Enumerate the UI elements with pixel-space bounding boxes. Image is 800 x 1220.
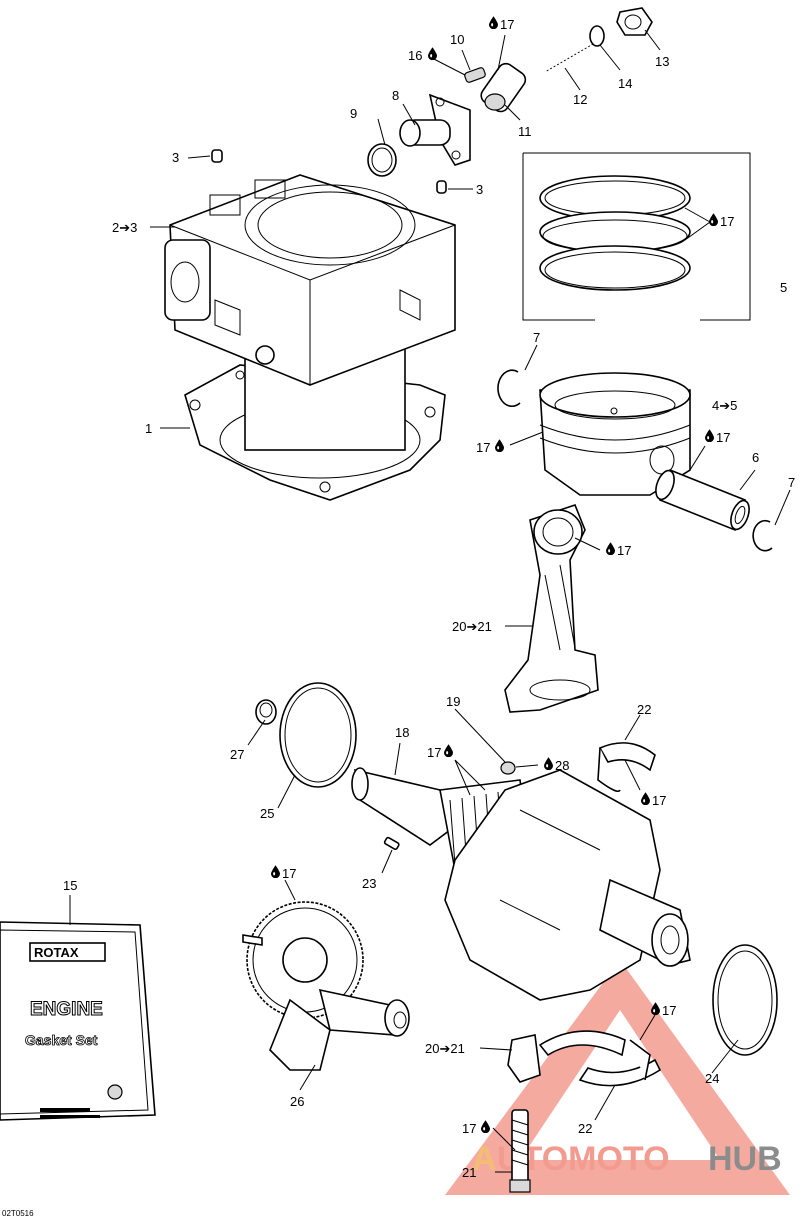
label-14: 14 bbox=[618, 76, 632, 91]
crankshaft-bearing-lower bbox=[538, 1030, 662, 1087]
oil-drop-icon bbox=[544, 757, 553, 770]
piston bbox=[539, 372, 691, 496]
label-25: 25 bbox=[260, 806, 274, 821]
leader-lines bbox=[69, 29, 791, 1173]
label-24: 24 bbox=[705, 1071, 719, 1086]
label-28: 28 bbox=[555, 758, 569, 773]
oil-drop-icon bbox=[705, 429, 714, 442]
tensioner-washer bbox=[589, 25, 605, 47]
oil-drop-icon bbox=[709, 213, 718, 226]
label-3b: 3 bbox=[476, 182, 483, 197]
booklet-brand: ROTAX bbox=[34, 945, 79, 960]
plug bbox=[255, 699, 277, 725]
cylinder-dowel-pins bbox=[211, 149, 447, 194]
label-17e: 17 bbox=[617, 543, 631, 558]
oil-drop-icon bbox=[651, 1002, 660, 1015]
oil-drop-icon bbox=[606, 542, 615, 555]
label-22a: 22 bbox=[637, 702, 651, 717]
booklet-title: ENGINE bbox=[30, 999, 103, 1020]
oil-plug bbox=[500, 761, 516, 775]
label-10: 10 bbox=[450, 32, 464, 47]
label-15: 15 bbox=[63, 878, 77, 893]
connecting-rod bbox=[504, 504, 599, 713]
watermark-a: A bbox=[472, 1140, 497, 1178]
balance-shaft bbox=[242, 901, 410, 1071]
label-9: 9 bbox=[350, 106, 357, 121]
tensioner-plunger bbox=[480, 62, 527, 113]
o-ring bbox=[367, 143, 397, 177]
label-17f: 17 bbox=[427, 745, 441, 760]
figure-code: 02T0516 bbox=[2, 1209, 34, 1218]
gasket-set-booklet: ROTAX ENGINE Gasket Set bbox=[0, 921, 156, 1121]
circlip-left bbox=[497, 369, 521, 408]
watermark-hub: HUB bbox=[708, 1140, 782, 1178]
circlip-right bbox=[752, 519, 773, 552]
label-19: 19 bbox=[446, 694, 460, 709]
label-2: 2➔3 bbox=[112, 220, 137, 235]
tensioner-plug bbox=[616, 7, 653, 36]
oil-drop-icon bbox=[495, 439, 504, 452]
label-20b: 20➔21 bbox=[425, 1041, 465, 1056]
rod-bolt bbox=[509, 1109, 531, 1193]
rod-cap bbox=[507, 1034, 541, 1083]
label-11: 11 bbox=[518, 124, 532, 139]
tensioner-spring bbox=[543, 37, 602, 75]
label-8: 8 bbox=[392, 88, 399, 103]
oil-drop-icon bbox=[489, 16, 498, 29]
crankshaft bbox=[351, 767, 691, 1001]
label-7b: 7 bbox=[788, 475, 795, 490]
tensioner-housing bbox=[399, 93, 471, 166]
label-23: 23 bbox=[362, 876, 376, 891]
piston-pin bbox=[655, 468, 750, 532]
label-18: 18 bbox=[395, 725, 409, 740]
oil-drop-icon bbox=[641, 792, 650, 805]
crankshaft-bearing-upper bbox=[597, 742, 656, 793]
booklet-subtitle: Gasket Set bbox=[25, 1032, 98, 1048]
label-12: 12 bbox=[573, 92, 587, 107]
label-17a: 17 bbox=[500, 17, 514, 32]
label-17h: 17 bbox=[282, 866, 296, 881]
piston-rings-group bbox=[522, 152, 751, 321]
label-17g: 17 bbox=[652, 793, 666, 808]
oil-drop-icon bbox=[428, 47, 437, 60]
label-3a: 3 bbox=[172, 150, 179, 165]
plug-screw bbox=[464, 67, 486, 83]
label-20a: 20➔21 bbox=[452, 619, 492, 634]
oil-drop-icon bbox=[444, 744, 453, 757]
label-6: 6 bbox=[752, 450, 759, 465]
thrust-washer-left bbox=[279, 682, 357, 788]
label-4: 4➔5 bbox=[712, 398, 737, 413]
part-labels: 1 2➔3 3 3 4➔5 5 6 7 7 8 9 10 11 12 13 14… bbox=[63, 17, 795, 1180]
label-17j: 17 bbox=[462, 1121, 476, 1136]
label-26: 26 bbox=[290, 1094, 304, 1109]
label-16: 16 bbox=[408, 48, 422, 63]
label-13: 13 bbox=[655, 54, 669, 69]
label-27: 27 bbox=[230, 747, 244, 762]
label-21: 21 bbox=[462, 1165, 476, 1180]
oil-drop-icon bbox=[481, 1120, 490, 1133]
label-7a: 7 bbox=[533, 330, 540, 345]
label-17b: 17 bbox=[720, 214, 734, 229]
label-17d: 17 bbox=[716, 430, 730, 445]
label-22b: 22 bbox=[578, 1121, 592, 1136]
key bbox=[383, 836, 400, 851]
label-17c: 17 bbox=[476, 440, 490, 455]
label-1: 1 bbox=[145, 421, 152, 436]
thrust-washer-right bbox=[712, 944, 778, 1056]
cylinder bbox=[164, 174, 456, 451]
label-17i: 17 bbox=[662, 1003, 676, 1018]
oil-drop-icon bbox=[271, 865, 280, 878]
label-5: 5 bbox=[780, 280, 787, 295]
